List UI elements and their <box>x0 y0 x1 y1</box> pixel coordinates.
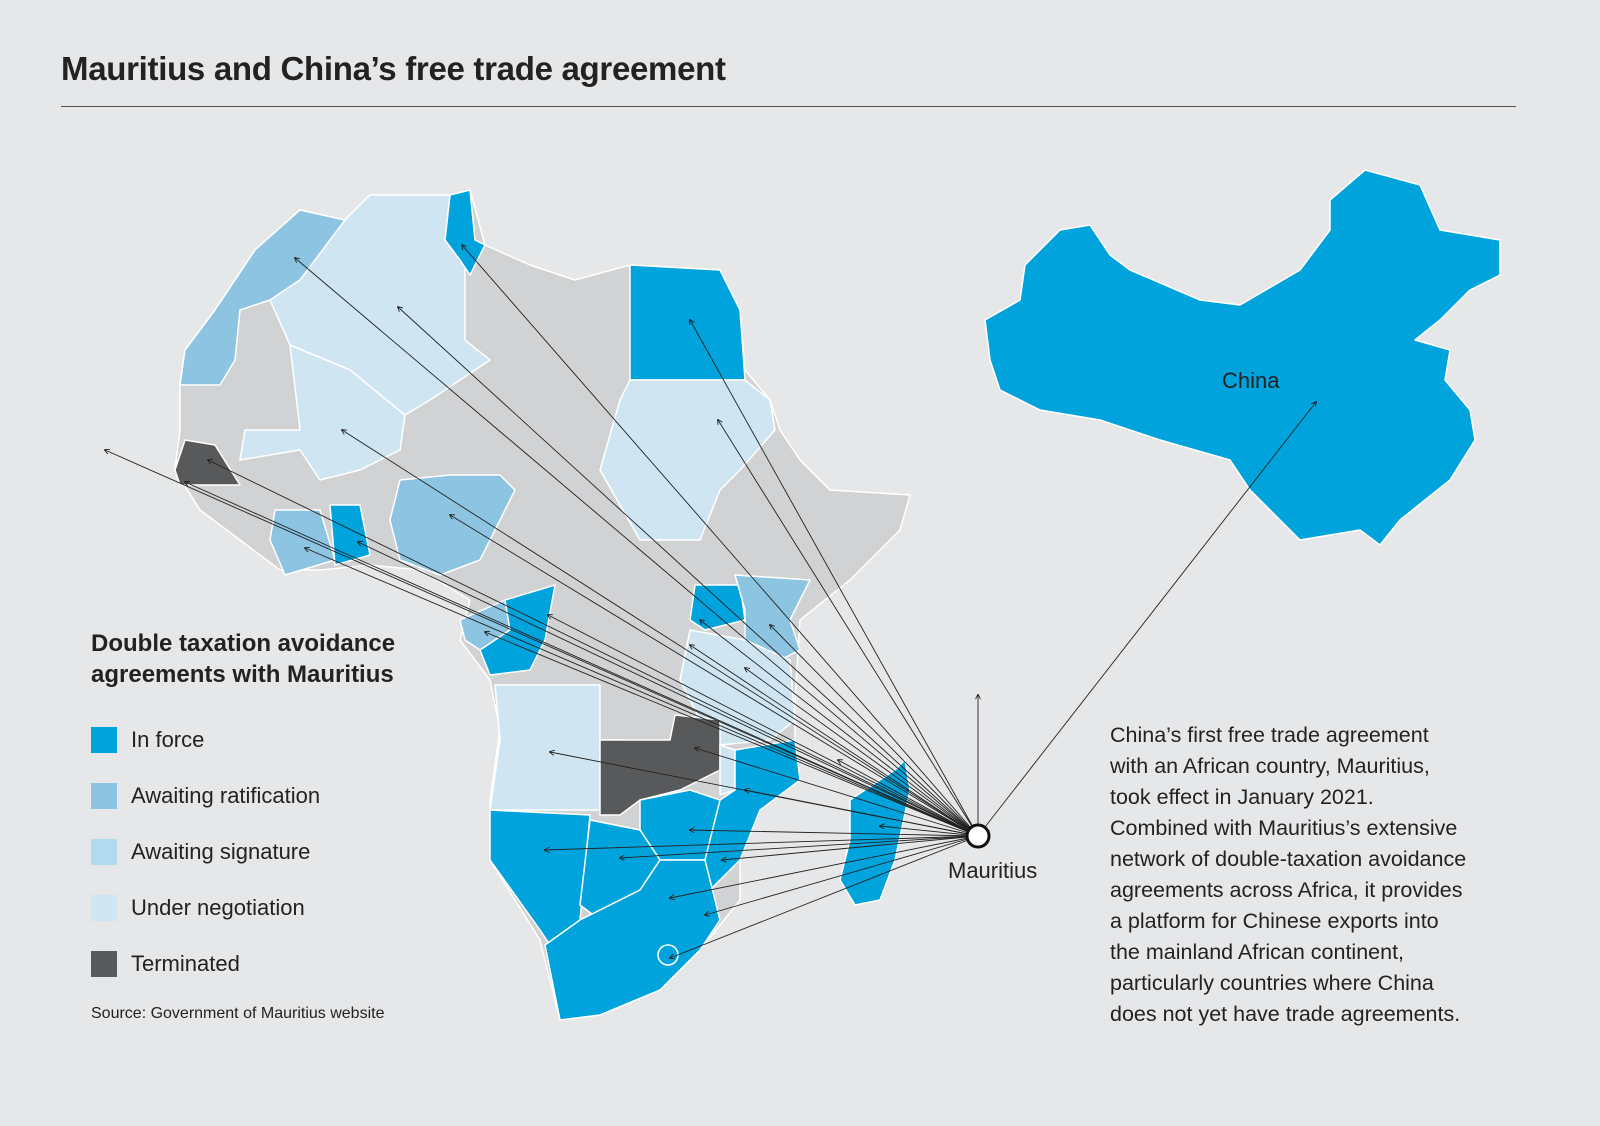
country-nigeria <box>389 474 516 576</box>
legend-item: Under negotiation <box>91 880 395 936</box>
legend-item: Awaiting ratification <box>91 768 395 824</box>
connection-arrow <box>105 450 979 837</box>
legend-label: In force <box>131 727 205 752</box>
connection-arrow <box>722 835 979 860</box>
description-line: a platform for Chinese exports into <box>1110 909 1439 933</box>
connection-arrow <box>620 835 979 858</box>
legend-swatch <box>91 951 117 977</box>
connection-arrow <box>670 835 979 958</box>
connection-arrow <box>670 835 979 898</box>
china-label: China <box>1222 368 1280 393</box>
description-line: network of double-taxation avoidance <box>1110 847 1467 871</box>
connection-arrow <box>977 402 1316 837</box>
connection-arrow <box>838 760 979 837</box>
country-cote-divoire <box>269 509 336 576</box>
legend-label: Under negotiation <box>131 895 305 920</box>
connection-arrow <box>770 625 979 837</box>
connection-arrow <box>545 835 979 850</box>
connection-arrows <box>105 245 1316 958</box>
connection-arrow <box>880 826 979 837</box>
connection-arrow <box>745 668 979 837</box>
connection-arrow <box>718 420 979 837</box>
description-line: Combined with Mauritius’s extensive <box>1110 816 1458 840</box>
source-note: Source: Government of Mauritius website <box>91 1005 385 1022</box>
country-china <box>984 169 1501 546</box>
legend-item: In force <box>91 712 395 768</box>
legend-item: Awaiting signature <box>91 824 395 880</box>
connection-arrow <box>295 258 979 837</box>
connection-arrow <box>462 245 979 837</box>
description-line: the mainland African continent, <box>1110 940 1405 964</box>
description-line: particularly countries where China <box>1110 971 1434 995</box>
page-title: Mauritius and China’s free trade agreeme… <box>61 50 726 87</box>
country-ghana <box>329 504 371 566</box>
connection-arrow <box>700 620 979 837</box>
country-sudan <box>599 379 776 541</box>
connection-arrow <box>695 748 979 837</box>
country-tunisia <box>444 189 486 276</box>
legend-label: Terminated <box>131 951 240 976</box>
connection-arrow <box>745 790 979 837</box>
country-south-africa <box>544 859 721 1021</box>
legend-item: Terminated <box>91 936 395 992</box>
connection-arrow <box>450 515 979 837</box>
legend-label: Awaiting ratification <box>131 783 321 808</box>
legend-swatch <box>91 895 117 921</box>
description-line: does not yet have trade agreements. <box>1110 1002 1461 1026</box>
connection-arrow <box>358 542 979 837</box>
description-line: agreements across Africa, it provides <box>1110 878 1463 902</box>
description-line: took effect in January 2021. <box>1110 785 1374 809</box>
country-zambia <box>599 714 721 816</box>
legend-swatch <box>91 783 117 809</box>
mauritius-marker <box>965 823 991 849</box>
country-uganda <box>689 584 746 631</box>
description-text: China’s first free trade agreement with a… <box>1110 720 1466 1030</box>
connection-arrow <box>690 320 979 837</box>
connection-arrow <box>485 632 979 837</box>
country-egypt <box>629 264 746 381</box>
connection-arrow <box>690 645 979 837</box>
country-mali <box>239 344 406 481</box>
connection-arrow <box>305 548 979 837</box>
connection-arrow <box>548 615 979 837</box>
description-line: China’s first free trade agreement <box>1110 723 1429 747</box>
country-kenya <box>734 574 811 661</box>
country-lesotho <box>657 944 679 966</box>
legend-swatch <box>91 727 117 753</box>
connection-arrow <box>398 307 979 837</box>
country-mozambique <box>689 739 801 901</box>
connection-arrow <box>208 460 979 837</box>
legend-label: Awaiting signature <box>131 839 311 864</box>
connection-arrow <box>185 482 979 837</box>
title-divider <box>61 106 1516 107</box>
connection-arrow <box>690 830 979 837</box>
description-line: with an African country, Mauritius, <box>1110 754 1430 778</box>
mauritius-label: Mauritius <box>948 858 1038 883</box>
connection-arrow <box>342 430 979 837</box>
connection-arrow <box>705 835 979 915</box>
legend-swatch <box>91 839 117 865</box>
